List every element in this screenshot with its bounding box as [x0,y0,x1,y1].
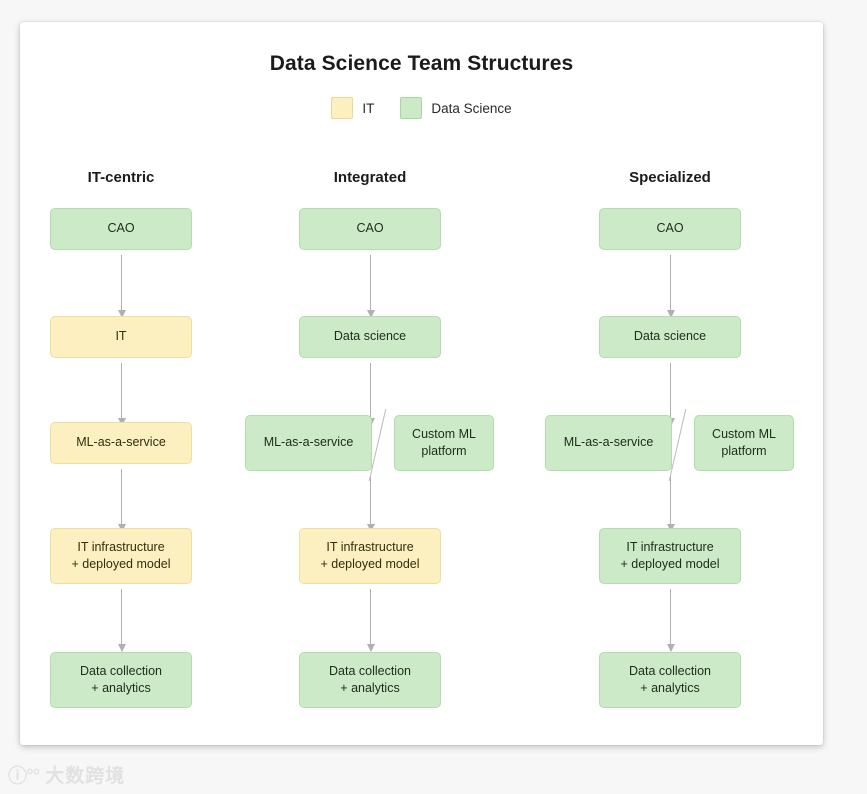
arrow-specialized-4 [666,589,675,652]
node-line-2: + analytics [340,681,400,695]
node-specialized-ml-as-a-service[interactable]: ML-as-a-service [545,415,672,471]
arrow-integrated-3 [366,477,375,532]
node-specialized-data-collection[interactable]: Data collection + analytics [599,652,741,708]
arrow-integrated-4 [366,589,375,652]
node-specialized-cao[interactable]: CAO [599,208,741,250]
node-integrated-cao[interactable]: CAO [299,208,441,250]
node-it-centric-data-collection[interactable]: Data collection + analytics [50,652,192,708]
node-it-centric-it-infrastructure[interactable]: IT infrastructure + deployed model [50,528,192,584]
legend-swatch-data-science-icon [400,97,423,119]
arrow-it-centric-3 [117,469,126,532]
node-integrated-ml-as-a-service[interactable]: ML-as-a-service [245,415,372,471]
node-line-1: IT infrastructure [77,539,165,554]
arrow-it-centric-1 [117,255,126,318]
node-line-2: + deployed model [620,557,720,571]
node-it-centric-it[interactable]: IT [50,316,192,358]
legend-label-it: IT [362,100,375,116]
legend-swatch-it-icon [331,97,354,119]
column-header-integrated: Integrated [333,169,407,186]
node-line-2: + deployed model [71,557,171,571]
arrow-it-centric-2 [117,363,126,426]
node-line-2: + analytics [91,681,151,695]
node-integrated-it-infrastructure[interactable]: IT infrastructure + deployed model [299,528,441,584]
arrow-integrated-1 [366,255,375,318]
arrow-it-centric-4 [117,589,126,652]
node-line-1: IT infrastructure [626,539,714,554]
node-line-1: Data collection [80,663,162,678]
node-line-2: + analytics [640,681,700,695]
node-specialized-custom-ml-platform[interactable]: Custom ML platform [694,415,794,471]
watermark-text: 大数跨境 [45,766,126,787]
node-line-1: Data collection [629,663,711,678]
node-line-1: Custom ML [412,426,476,441]
column-header-it-centric: IT-centric [87,169,155,186]
legend-item-it: IT [331,97,374,119]
arrow-specialized-1 [666,255,675,318]
node-it-centric-cao[interactable]: CAO [50,208,192,250]
legend-item-data-science: Data Science [400,97,512,119]
node-integrated-data-collection[interactable]: Data collection + analytics [299,652,441,708]
legend-label-data-science: Data Science [431,100,512,116]
node-integrated-data-science[interactable]: Data science [299,316,441,358]
arrow-specialized-3 [666,477,675,532]
watermark: ⓘ°° 大数跨境 [8,761,125,788]
page-title: Data Science Team Structures [269,52,574,75]
watermark-logo-icon: ⓘ°° [8,766,40,787]
legend: IT Data Science [20,97,823,119]
node-line-1: Data collection [329,663,411,678]
column-header-specialized: Specialized [629,169,711,186]
diagram-columns: IT-centric CAO IT ML-as-a-service IT inf… [20,22,823,745]
node-line-2: + deployed model [320,557,420,571]
node-specialized-it-infrastructure[interactable]: IT infrastructure + deployed model [599,528,741,584]
diagram-card: Data Science Team Structures IT Data Sci… [20,22,823,745]
node-it-centric-ml-as-a-service[interactable]: ML-as-a-service [50,422,192,464]
node-integrated-custom-ml-platform[interactable]: Custom ML platform [394,415,494,471]
node-line-2: platform [721,444,767,458]
node-line-1: IT infrastructure [326,539,414,554]
node-line-1: Custom ML [712,426,776,441]
node-line-2: platform [421,444,467,458]
node-specialized-data-science[interactable]: Data science [599,316,741,358]
